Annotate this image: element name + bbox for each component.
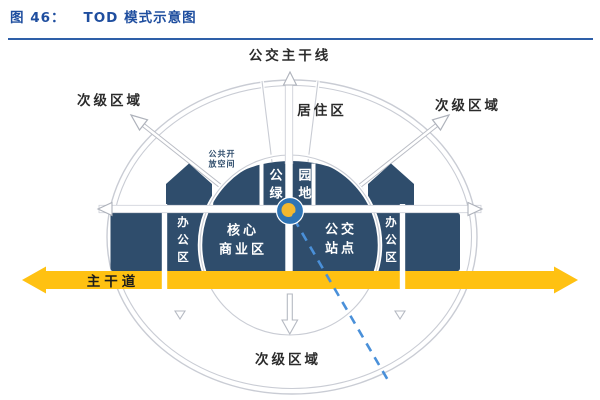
park-green-block — [262, 164, 286, 207]
figure-number: 图 46： — [10, 10, 66, 26]
house-block-right — [368, 163, 414, 206]
header-rule — [8, 38, 593, 40]
radial-roads — [260, 80, 320, 163]
main-road-band — [22, 266, 578, 294]
north-arrow-icon — [282, 70, 298, 86]
lower-district-block — [110, 212, 460, 272]
northwest-arrow-icon — [129, 114, 235, 198]
west-arrow-icon — [96, 201, 113, 217]
house-block-left — [166, 163, 212, 206]
park-land-block — [292, 164, 315, 207]
south-arrow-icon — [281, 293, 299, 336]
figure-title-text: TOD 模式示意图 — [83, 10, 197, 26]
road-arrow-east-icon — [554, 266, 578, 294]
east-arrow-icon — [467, 201, 484, 217]
tick-arrow-left-icon — [174, 310, 186, 321]
northeast-arrow-icon — [345, 114, 451, 198]
station-icon — [275, 196, 305, 226]
road-arrow-west-icon — [22, 266, 46, 294]
tick-arrow-right-icon — [394, 310, 406, 321]
figure-title: 图 46： TOD 模式示意图 — [10, 6, 197, 26]
